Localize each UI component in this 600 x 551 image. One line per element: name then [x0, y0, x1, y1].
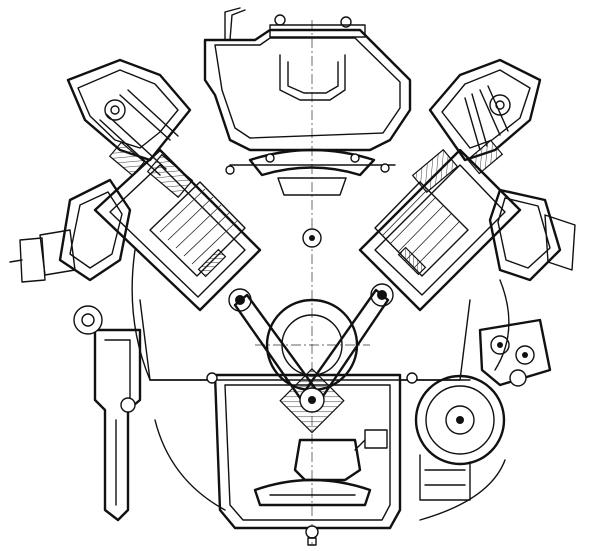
left-exhaust-manifold — [9, 178, 132, 283]
oil-pump — [293, 429, 388, 482]
starter-motor — [414, 374, 506, 501]
right-exhaust-manifold — [488, 188, 576, 282]
distributor — [73, 305, 142, 522]
intake-manifold — [203, 7, 412, 152]
oil-pickup — [253, 478, 372, 507]
right-cylinder-head — [411, 58, 542, 194]
valley-chamber — [229, 148, 396, 196]
big-end-bearing — [279, 368, 345, 434]
right-block-wall — [399, 279, 510, 521]
fuel-pump — [478, 318, 552, 387]
bolts — [206, 153, 418, 384]
drain-plug — [305, 525, 319, 546]
